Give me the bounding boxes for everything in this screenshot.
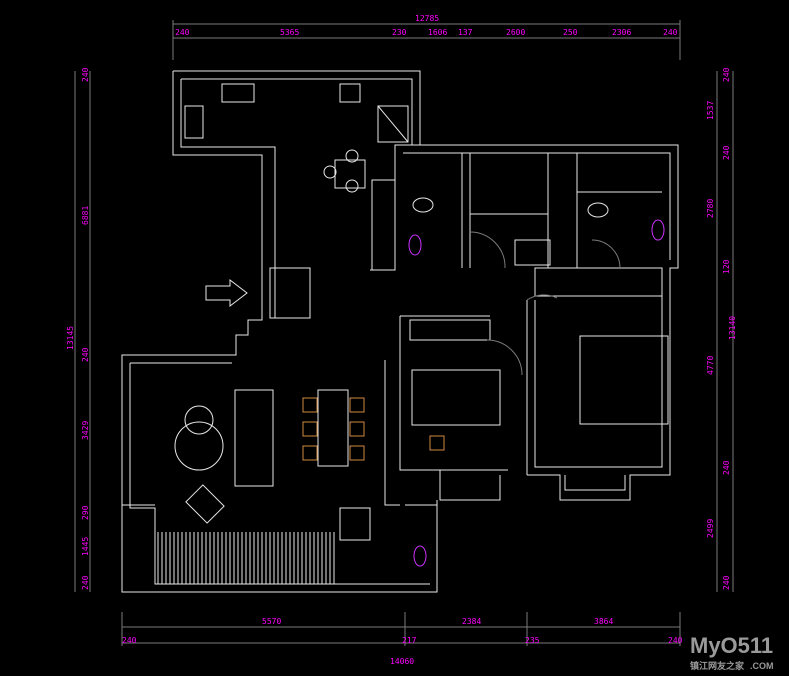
watermark-logo: MyO511 .COM 镇江网友之家 xyxy=(690,633,774,671)
round-table xyxy=(174,421,224,471)
dim-label: 3429 xyxy=(81,421,90,440)
dim-label: 240 xyxy=(122,636,137,645)
dim-label: 2384 xyxy=(462,617,481,626)
dim-right-total: 13140 xyxy=(728,316,737,340)
walls xyxy=(121,70,679,593)
dim-label: 1445 xyxy=(81,537,90,556)
stove xyxy=(184,105,204,139)
watermark-suffix: .COM xyxy=(750,661,774,671)
dim-label: 2600 xyxy=(506,28,525,37)
dim-label: 2499 xyxy=(706,519,715,538)
dim-label: 250 xyxy=(563,28,578,37)
washbasin xyxy=(408,234,422,256)
toilet xyxy=(587,202,609,218)
entry-cabinet xyxy=(269,267,311,319)
dim-label: 5570 xyxy=(262,617,281,626)
dim-label: 137 xyxy=(458,28,473,37)
dimension-labels: 12785 240 5365 230 1606 137 2600 250 230… xyxy=(66,14,737,666)
dim-label: 240 xyxy=(722,575,731,590)
dim-label: 240 xyxy=(175,28,190,37)
fridge xyxy=(377,105,409,143)
dim-label: 1606 xyxy=(428,28,447,37)
dining-table xyxy=(317,389,349,467)
dim-label: 240 xyxy=(663,28,678,37)
dim-label: 2780 xyxy=(706,199,715,218)
washbasin xyxy=(651,219,665,241)
dim-label: 240 xyxy=(722,67,731,82)
bed xyxy=(579,335,669,425)
dim-label: 240 xyxy=(722,460,731,475)
dim-label: 240 xyxy=(81,575,90,590)
watermark-subtitle: 镇江网友之家 xyxy=(690,660,745,671)
dim-label: 240 xyxy=(668,636,683,645)
dim-label: 290 xyxy=(81,505,90,520)
dim-label: 6881 xyxy=(81,206,90,225)
dim-label: 235 xyxy=(525,636,540,645)
washbasin xyxy=(413,545,427,567)
dim-label: 5365 xyxy=(280,28,299,37)
dim-label: 120 xyxy=(722,259,731,274)
dim-label: 217 xyxy=(402,636,417,645)
dim-left-total: 13145 xyxy=(66,326,75,350)
bed xyxy=(411,369,501,426)
sink xyxy=(339,83,361,103)
entrance-arrow-icon xyxy=(205,278,248,308)
fixtures xyxy=(174,83,669,567)
toilet xyxy=(412,197,434,213)
watermark-brand: MyO511 xyxy=(690,633,773,658)
dim-label: 240 xyxy=(81,347,90,362)
sofa xyxy=(234,389,274,487)
dim-bottom-total: 14060 xyxy=(390,657,414,666)
dining-chairs xyxy=(302,397,445,461)
desk xyxy=(514,239,551,266)
kitchen-sink xyxy=(221,83,255,103)
dim-label: 2306 xyxy=(612,28,631,37)
dim-top-total: 12785 xyxy=(415,14,439,23)
dimension-lines xyxy=(74,20,734,646)
dim-label: 230 xyxy=(392,28,407,37)
armchair xyxy=(185,484,225,524)
dining-bar xyxy=(334,159,366,189)
dim-label: 240 xyxy=(81,67,90,82)
dim-label: 4770 xyxy=(706,356,715,375)
balcony-railing xyxy=(157,532,335,584)
dim-label: 240 xyxy=(722,145,731,160)
dim-label: 3864 xyxy=(594,617,613,626)
dim-label: 1537 xyxy=(706,101,715,120)
